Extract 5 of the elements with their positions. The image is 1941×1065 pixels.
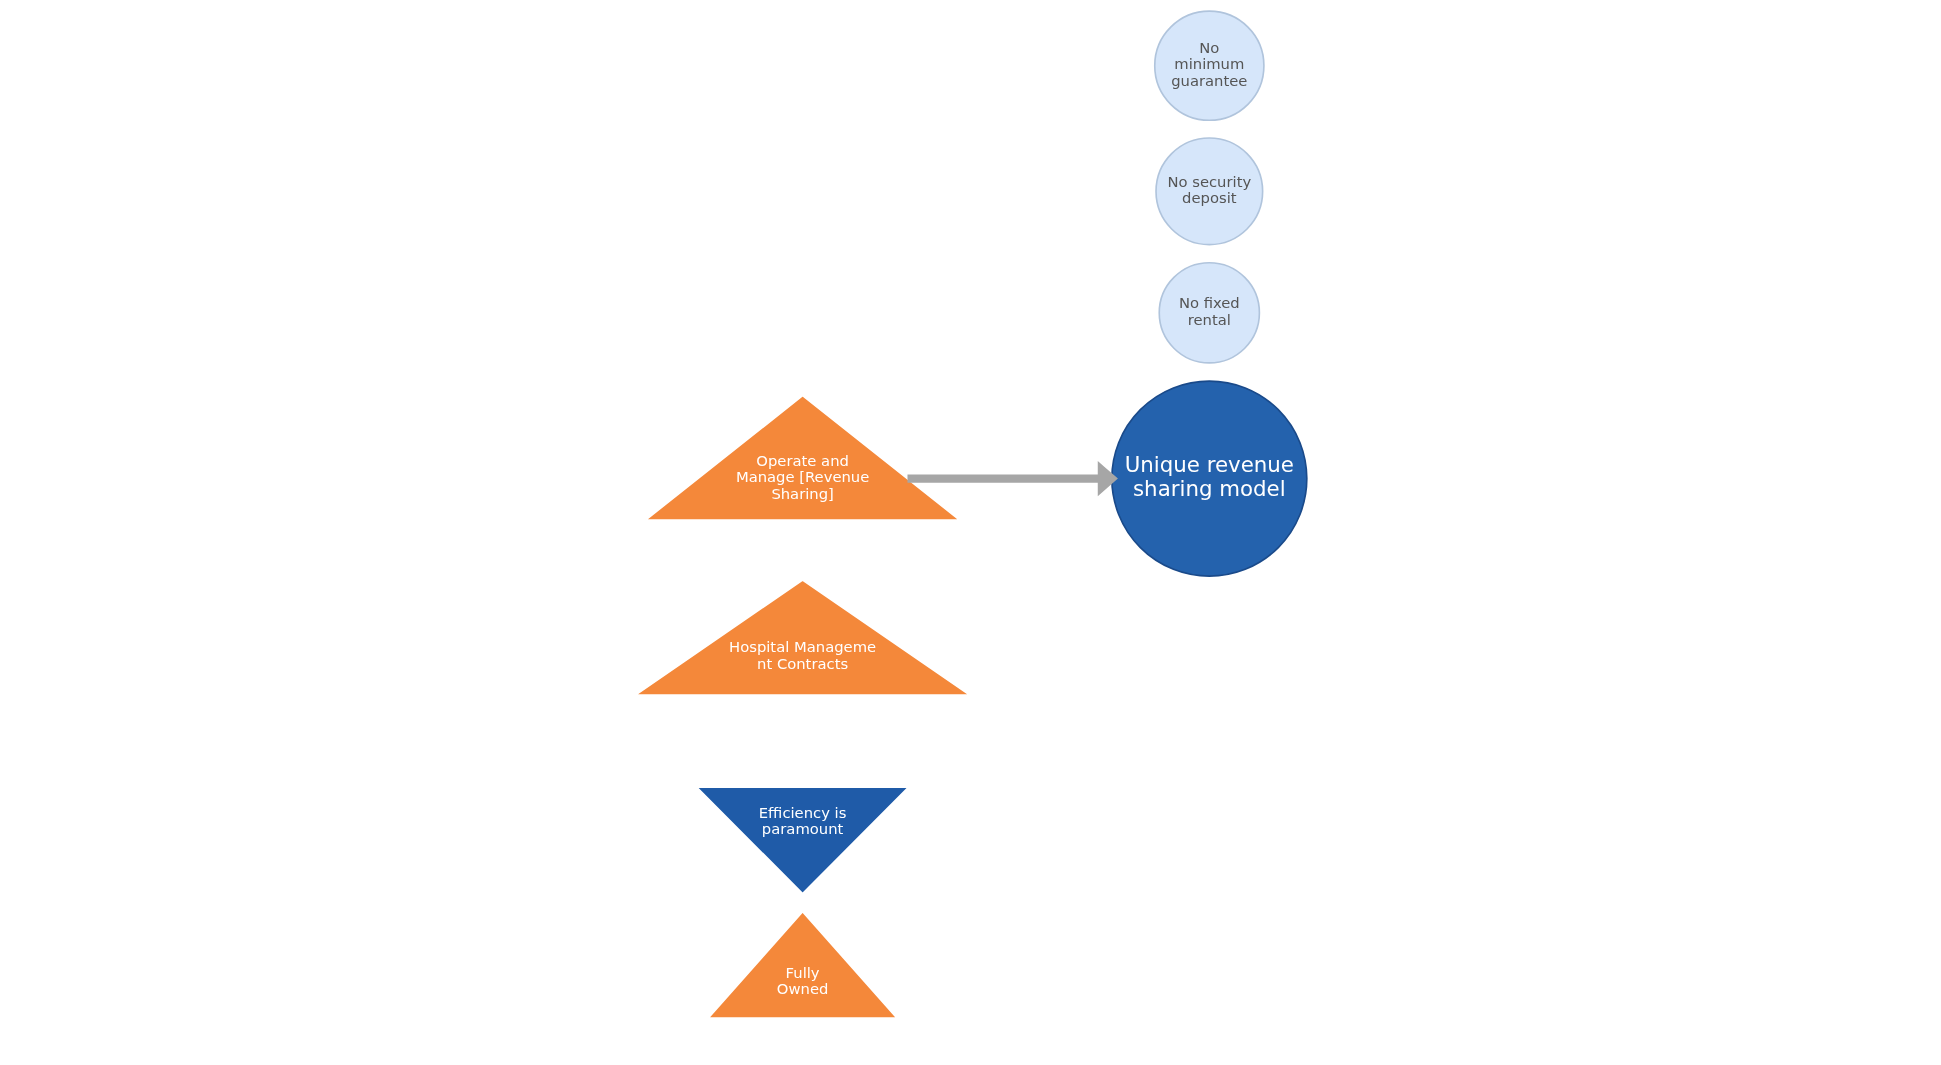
arrow <box>907 460 1118 497</box>
node-circle: No fixed rental <box>1157 261 1260 364</box>
node-circle: No minimum guarantee <box>1153 10 1265 122</box>
node-circle: Unique revenue sharing model <box>1110 380 1308 577</box>
node-circle: No security deposit <box>1154 137 1263 246</box>
